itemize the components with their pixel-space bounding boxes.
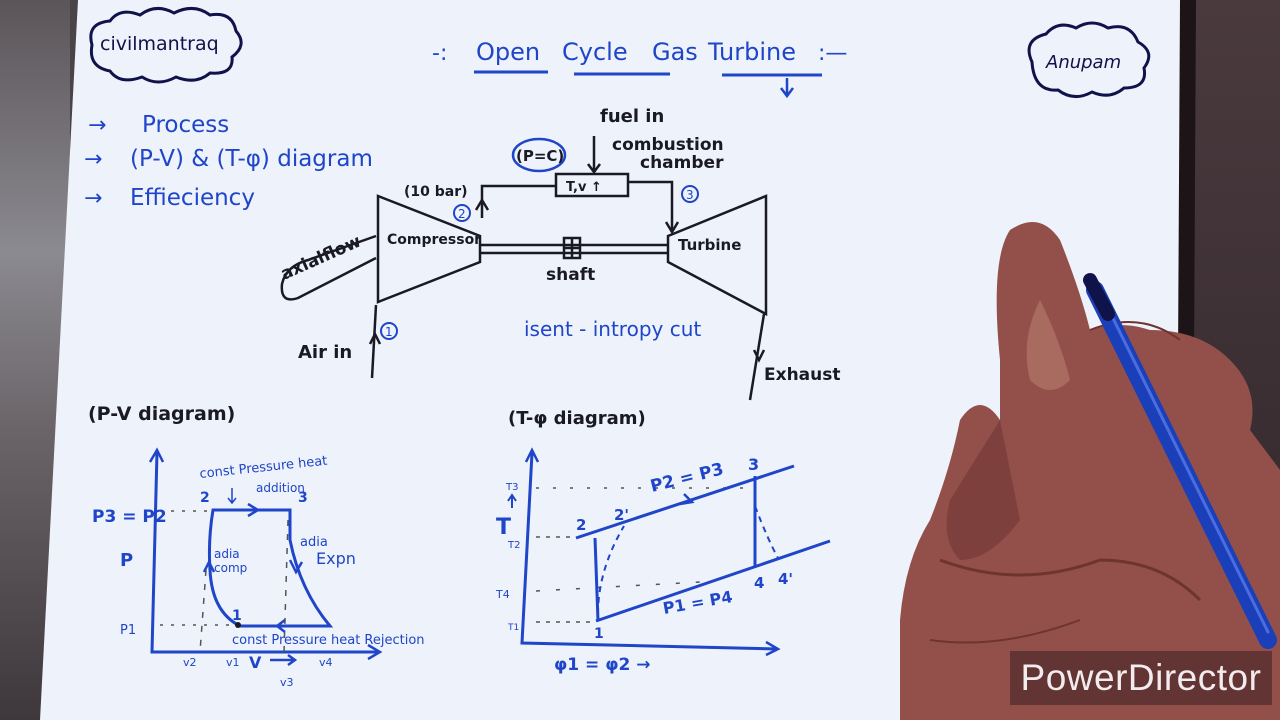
- ts-y-axis-label: T: [496, 515, 511, 540]
- title-word-gas: Gas: [652, 38, 698, 66]
- ts-y-label-t3: T3: [505, 482, 518, 493]
- ts-point-4: 4: [754, 574, 764, 592]
- pv-x-label-v1: v1: [226, 656, 240, 669]
- pv-x-label-v2: v2: [183, 656, 197, 669]
- ts-y-axis-arrow-icon: [524, 447, 540, 463]
- ts-x-axis-label: φ1 = φ2 →: [554, 655, 651, 675]
- pv-adia-comp-label-2: comp: [214, 561, 247, 575]
- pressure-constant-circle: [511, 137, 567, 173]
- combustion-chamber-box: [554, 172, 630, 198]
- ts-x-axis-arrow-icon: [765, 640, 781, 657]
- turbine-label: Turbine: [678, 236, 741, 254]
- title-word-open: Open: [476, 38, 540, 66]
- compressor-shape: [376, 194, 482, 304]
- pv-heat-addition-label-2: addition: [256, 481, 305, 495]
- pv-heat-rejection-label: const Pressure heat Rejection: [232, 633, 425, 648]
- pv-point-2: 2: [200, 490, 210, 506]
- ts-point-3: 3: [748, 455, 759, 474]
- pv-arrow-right-icon: [270, 653, 298, 667]
- chamber-label: chamber: [640, 153, 724, 173]
- ts-diagram-title: (T-φ diagram): [508, 408, 646, 429]
- chamber-box-label: T,v ↑: [566, 180, 602, 195]
- svg-text:Process: Process: [142, 112, 229, 138]
- pv-y-axis-label: P: [120, 550, 133, 571]
- arrow-right-icon: →: [84, 186, 102, 211]
- fuel-in-label: fuel in: [600, 106, 664, 127]
- pv-point-1: 1: [232, 608, 242, 624]
- ts-point-1: 1: [594, 626, 604, 642]
- air-in-label: Air in: [298, 342, 352, 363]
- svg-text:Effieciency: Effieciency: [130, 185, 255, 211]
- pressure-10bar-label: (10 bar): [404, 184, 468, 200]
- ts-y-label-t4: T4: [495, 588, 510, 601]
- arrow-right-icon: →: [84, 147, 102, 172]
- gas-turbine-schematic: [280, 136, 768, 401]
- arrow-right-icon: →: [88, 113, 106, 138]
- pv-x-axis-label: V: [249, 653, 262, 672]
- fuel-in-arrow-icon: [587, 136, 601, 175]
- compressor-label: Compressor: [387, 232, 481, 248]
- air-in-arrow-icon: [368, 331, 382, 345]
- pv-y-bottom-label: P1: [120, 623, 136, 638]
- topic-item-efficiency: → Effieciency: [84, 185, 255, 211]
- svg-text::—: :—: [818, 41, 847, 66]
- brand-left-text: civilmantraq: [100, 33, 219, 55]
- svg-text:-:: -:: [432, 41, 447, 66]
- presenter-hand: [900, 222, 1280, 720]
- page-title: -: Open Cycle Gas Turbine :—: [432, 38, 847, 99]
- title-word-turbine: Turbine: [707, 38, 796, 66]
- topic-item-process: → Process: [88, 112, 229, 138]
- ts-point-4-prime: 4': [778, 570, 793, 588]
- pv-x-label-v3: v3: [280, 676, 294, 689]
- pv-x-axis-arrow-icon: [367, 643, 383, 661]
- ts-y-label-t1: T1: [507, 623, 519, 633]
- title-word-cycle: Cycle: [562, 38, 628, 66]
- combustion-label: combustion: [612, 135, 724, 155]
- exhaust-label: Exhaust: [764, 365, 841, 385]
- pv-diagram-title: (P-V diagram): [88, 403, 235, 425]
- ts-point-2-prime: 2': [614, 506, 629, 524]
- brand-right-text: Anupam: [1045, 52, 1121, 73]
- powerdirector-watermark: PowerDirector: [1010, 651, 1272, 705]
- shaft-label: shaft: [546, 265, 595, 285]
- pv-point-3: 3: [298, 490, 308, 506]
- pv-y-top-label: P3 = P2: [92, 507, 167, 527]
- pv-adia-exp-label-2: Expn: [316, 549, 356, 568]
- brand-right-badge: Anupam: [1027, 21, 1151, 98]
- point-2-marker: 2: [458, 207, 466, 221]
- paper-surface: [40, 0, 1185, 720]
- pressure-constant-label: (P=C): [516, 147, 564, 165]
- ts-point-2: 2: [576, 516, 586, 534]
- pv-x-label-v4: v4: [319, 656, 333, 669]
- pv-adia-comp-label-1: adia: [214, 547, 240, 561]
- pv-y-axis-arrow-icon: [148, 447, 165, 463]
- isentropic-note: isent - intropy cut: [524, 317, 701, 341]
- blue-pen: [1083, 273, 1277, 649]
- ts-y-label-t2: T2: [507, 540, 520, 551]
- point-3-marker: 3: [686, 188, 694, 202]
- pv-adia-exp-label-1: adia: [300, 535, 328, 550]
- topics-list: → Process → (P-V) & (T-φ) diagram → Effi…: [84, 112, 373, 211]
- topic-item-diagram: → (P-V) & (T-φ) diagram: [84, 146, 373, 172]
- brand-left-badge: civilmantraq: [89, 7, 243, 84]
- svg-text:(P-V) & (T-φ) diagram: (P-V) & (T-φ) diagram: [130, 146, 373, 172]
- point-1-marker: 1: [385, 325, 393, 339]
- exhaust-arrow-icon: [752, 349, 766, 363]
- title-arrow-down-icon: [780, 78, 794, 99]
